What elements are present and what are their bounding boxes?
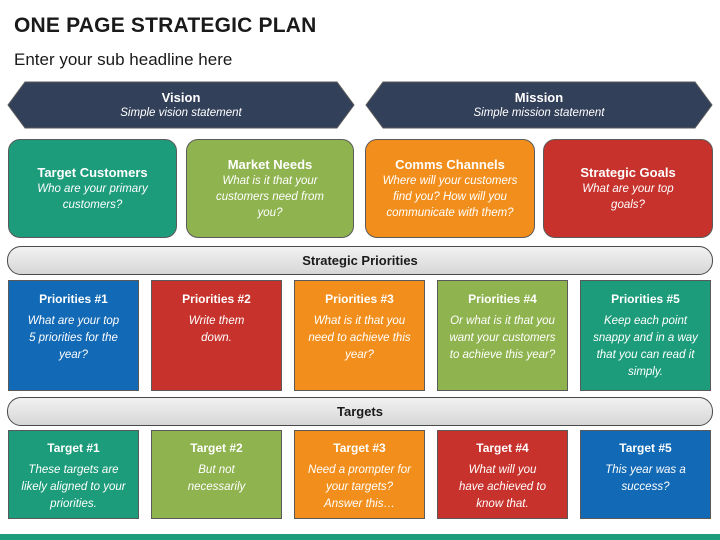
priority-card-4: Priorities #4 Or what is it that you wan… (437, 280, 568, 391)
market-needs-box: Market Needs What is it that your custom… (186, 139, 354, 238)
priority-card-2: Priorities #2 Write them down. (151, 280, 282, 391)
priority-card-5: Priorities #5 Keep each point snappy and… (580, 280, 711, 391)
mission-banner-shape (365, 81, 713, 129)
priority-2-label: Priorities #2 (182, 292, 251, 306)
target-card-5: Target #5 This year was a success? (580, 430, 711, 519)
target-card-2: Target #2 But not necessarily (151, 430, 282, 519)
strategic-goals-box: Strategic Goals What are your top goals? (543, 139, 713, 238)
market-needs-text: What is it that your customers need from… (215, 175, 324, 219)
mission-text: Simple mission statement (473, 107, 605, 119)
priority-2-text: Write them down. (188, 315, 245, 344)
target-3-text: Need a prompter for your targets? Answer… (308, 464, 411, 510)
priority-3-label: Priorities #3 (325, 292, 394, 306)
target-card-4: Target #4 What will you have achieved to… (437, 430, 568, 519)
page-title: ONE PAGE STRATEGIC PLAN (14, 14, 317, 37)
priority-3-text: What is it that you need to achieve this… (308, 315, 411, 361)
strategic-goals-label: Strategic Goals (580, 165, 676, 180)
vision-label: Vision (161, 90, 201, 105)
bottom-accent-stripe (0, 534, 720, 540)
target-4-label: Target #4 (476, 441, 529, 455)
target-2-label: Target #2 (190, 441, 243, 455)
vision-banner: Vision Simple vision statement (7, 81, 355, 129)
target-1-text: These targets are likely aligned to your… (21, 464, 126, 510)
target-customers-text: Who are your primary customers? (37, 183, 148, 211)
market-needs-label: Market Needs (227, 157, 313, 172)
priority-4-text: Or what is it that you want your custome… (449, 315, 556, 361)
priority-card-3: Priorities #3 What is it that you need t… (294, 280, 425, 391)
target-2-text: But not necessarily (187, 464, 246, 493)
comms-channels-label: Comms Channels (395, 157, 505, 172)
target-5-text: This year was a success? (605, 464, 686, 493)
priority-card-1: Priorities #1 What are your top 5 priori… (8, 280, 139, 391)
vision-text: Simple vision statement (120, 107, 242, 119)
strategic-goals-text: What are your top goals? (582, 183, 674, 211)
mission-banner: Mission Simple mission statement (365, 81, 713, 129)
targets-bar: Targets (7, 397, 713, 426)
priority-5-text: Keep each point snappy and in a way that… (593, 315, 698, 378)
strategic-priorities-bar: Strategic Priorities (7, 246, 713, 275)
target-5-label: Target #5 (619, 441, 672, 455)
target-1-label: Target #1 (47, 441, 100, 455)
priority-4-label: Priorities #4 (468, 292, 537, 306)
target-4-text: What will you have achieved to know that… (459, 464, 546, 510)
target-customers-label: Target Customers (37, 165, 148, 180)
comms-channels-text: Where will your customers find you? How … (382, 175, 518, 219)
target-card-1: Target #1 These targets are likely align… (8, 430, 139, 519)
vision-banner-shape (7, 81, 355, 129)
mission-label: Mission (514, 90, 564, 105)
target-card-3: Target #3 Need a prompter for your targe… (294, 430, 425, 519)
priority-5-label: Priorities #5 (611, 292, 680, 306)
priority-1-label: Priorities #1 (39, 292, 108, 306)
page-subtitle: Enter your sub headline here (14, 50, 233, 69)
target-3-label: Target #3 (333, 441, 386, 455)
comms-channels-box: Comms Channels Where will your customers… (365, 139, 535, 238)
priority-1-text: What are your top 5 priorities for the y… (27, 315, 120, 361)
target-customers-box: Target Customers Who are your primary cu… (8, 139, 177, 238)
